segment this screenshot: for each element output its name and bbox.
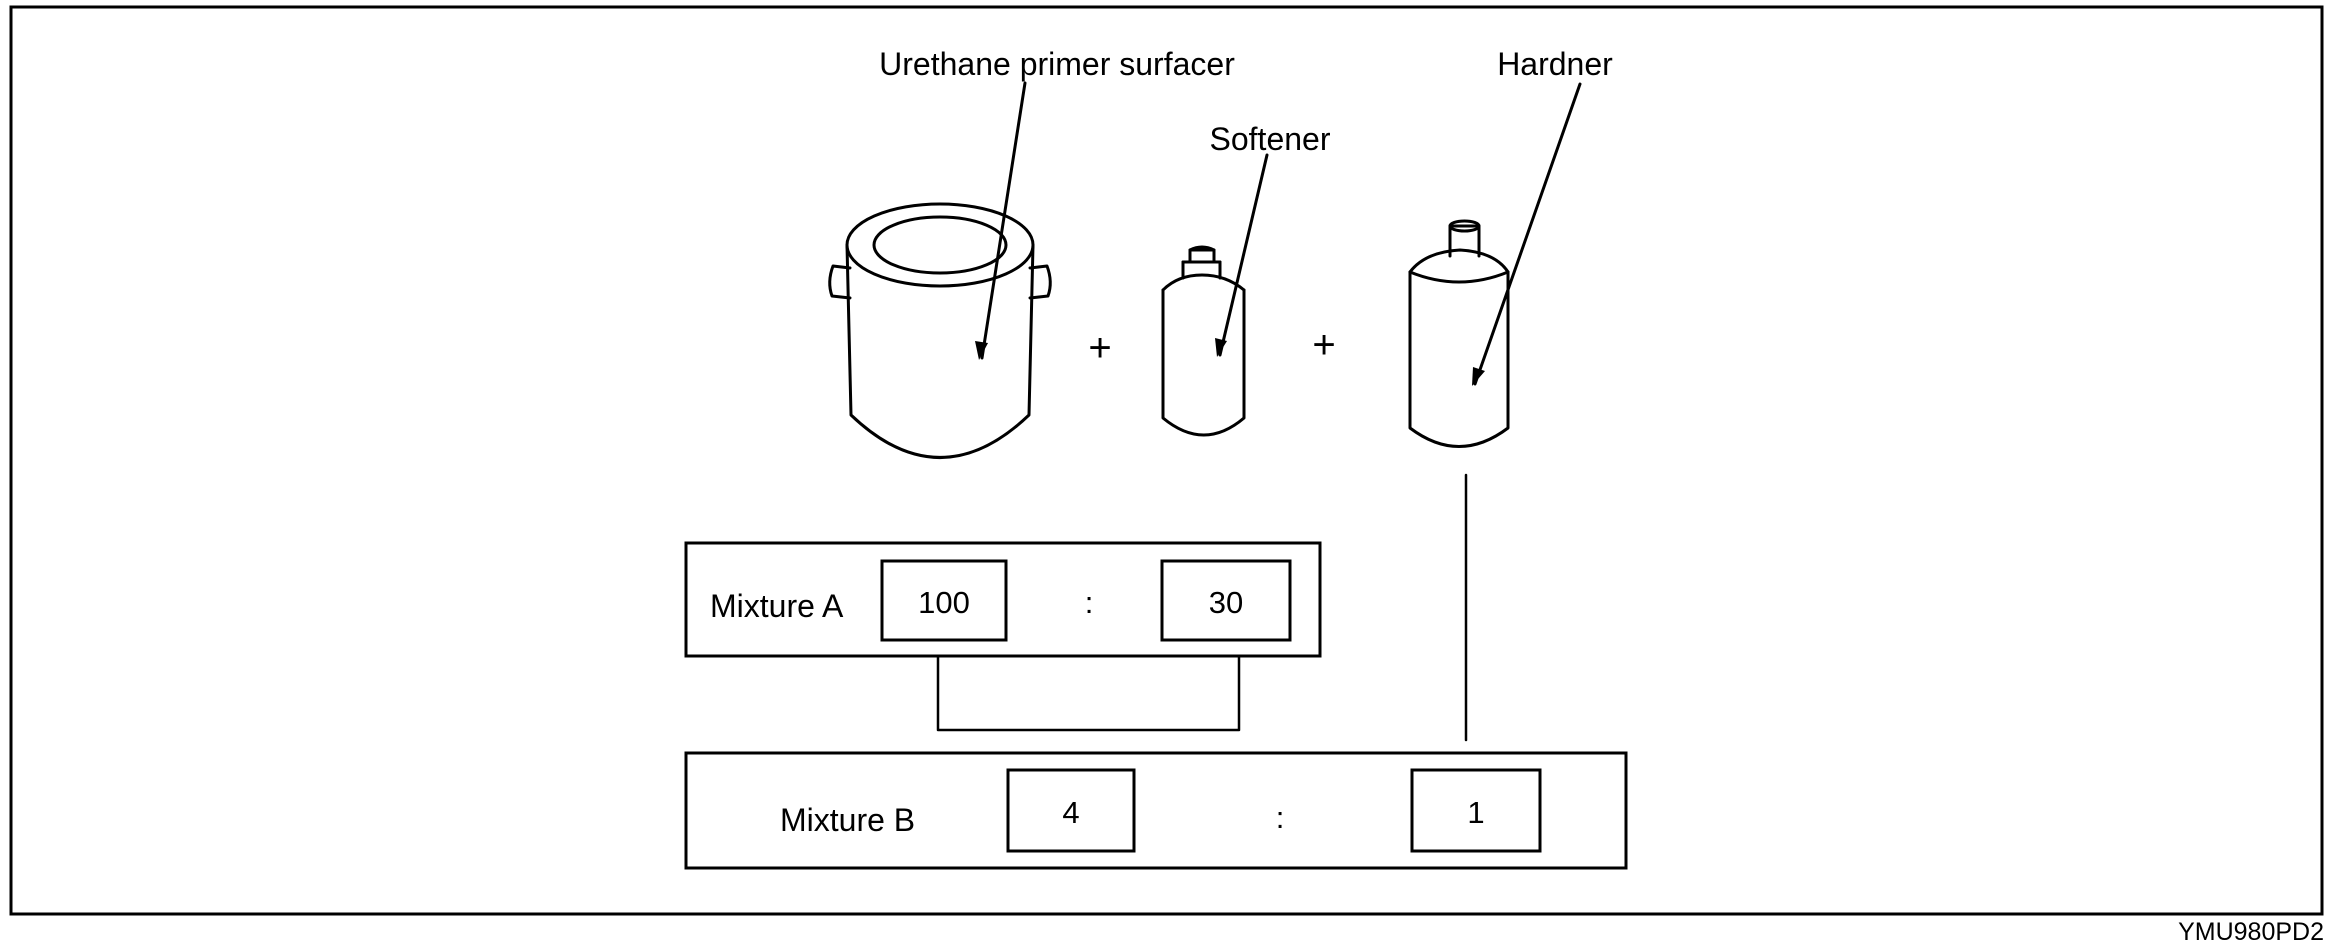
mixture-b-separator: : — [1276, 800, 1285, 835]
mixture-a-box: Mixture A 100 : 30 — [684, 541, 1322, 658]
mixture-b-left-cell — [1006, 768, 1136, 853]
mixture-a-separator: : — [1085, 585, 1094, 620]
mixture-a-to-b-connector — [936, 654, 1241, 732]
mixture-b-label: Mixture B — [780, 802, 915, 838]
mixture-a-right-value: 30 — [1209, 585, 1243, 620]
softener-bottle-icon — [1161, 245, 1246, 437]
mixture-b-right-value: 1 — [1467, 795, 1484, 830]
softener-label: Softener — [1210, 121, 1331, 157]
paint-can-icon — [828, 202, 1052, 459]
hardner-arrowhead — [1472, 367, 1485, 386]
primer-arrowhead — [975, 341, 988, 360]
softener-arrowhead — [1215, 338, 1227, 357]
figure-code: YMU980PD2 — [2178, 918, 2324, 946]
mixture-b-left-value: 4 — [1062, 795, 1079, 830]
mixture-b-right-cell — [1410, 768, 1542, 853]
mixture-b-box: Mixture B 4 : 1 — [684, 751, 1628, 870]
hardner-bottle-icon — [1408, 219, 1510, 448]
hardner-leader-arrow — [1473, 82, 1582, 386]
mixture-a-label: Mixture A — [710, 588, 844, 624]
plus-sign-1: + — [1088, 326, 1111, 370]
outer-frame — [9, 5, 2324, 916]
primer-label: Urethane primer surfacer — [879, 46, 1235, 82]
hardner-label: Hardner — [1497, 46, 1613, 82]
plus-sign-2: + — [1312, 323, 1335, 367]
mixture-a-left-cell — [880, 559, 1008, 642]
mixture-a-left-value: 100 — [918, 585, 970, 620]
primer-leader-arrow — [980, 81, 1027, 360]
mixture-a-right-cell — [1160, 559, 1292, 642]
softener-leader-arrow — [1218, 153, 1269, 357]
